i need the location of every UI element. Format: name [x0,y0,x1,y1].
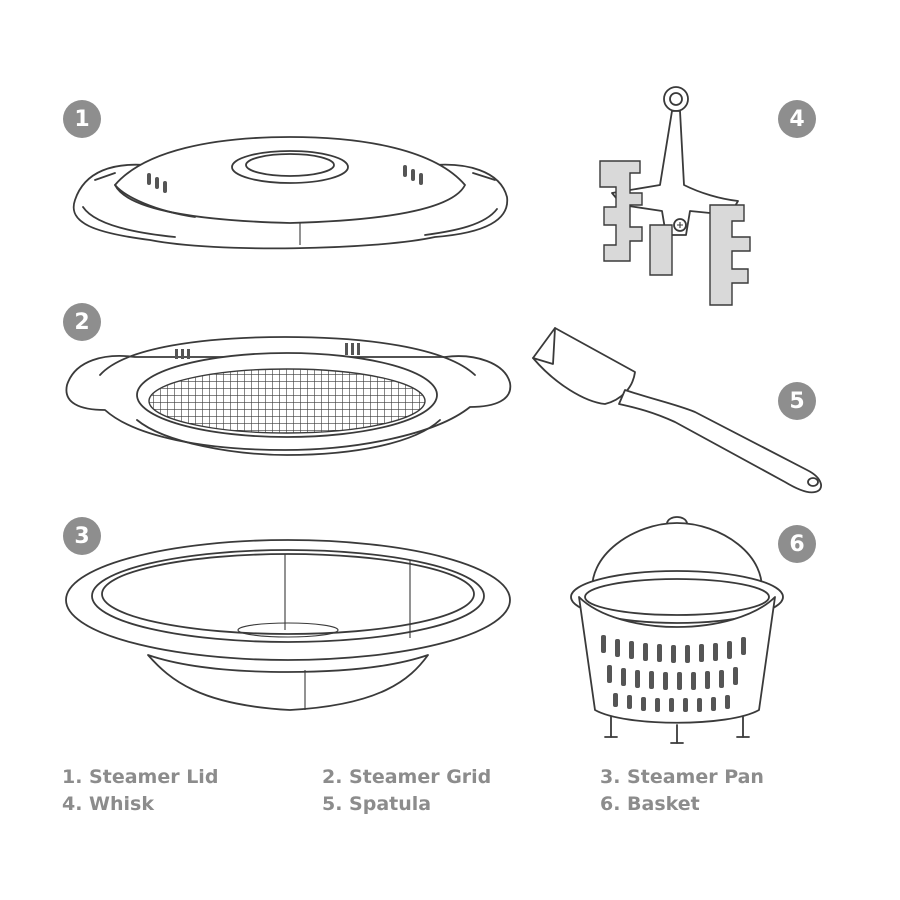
badge-5: 5 [778,382,816,420]
legend-item-steamer-grid: 2. Steamer Grid [322,766,492,788]
legend-item-whisk: 4. Whisk [62,793,154,815]
legend-column-2: 2. Steamer Grid 5. Spatula [322,764,491,818]
basket-illustration [570,516,784,744]
spatula-illustration [532,327,822,494]
badge-3: 3 [63,517,101,555]
legend-item-spatula: 5. Spatula [322,793,432,815]
badge-6: 6 [778,525,816,563]
legend-item-steamer-pan: 3. Steamer Pan [600,766,764,788]
steamer-grid-illustration [65,336,512,456]
badge-1: 1 [63,100,101,138]
legend-column-3: 3. Steamer Pan 6. Basket [600,764,764,818]
badge-4: 4 [778,100,816,138]
legend-item-steamer-lid: 1. Steamer Lid [62,766,219,788]
legend-column-1: 1. Steamer Lid 4. Whisk [62,764,218,818]
badge-2: 2 [63,303,101,341]
steamer-lid-illustration [72,136,509,250]
legend-item-basket: 6. Basket [600,793,700,815]
steamer-pan-illustration [65,539,511,711]
whisk-illustration [599,86,751,306]
